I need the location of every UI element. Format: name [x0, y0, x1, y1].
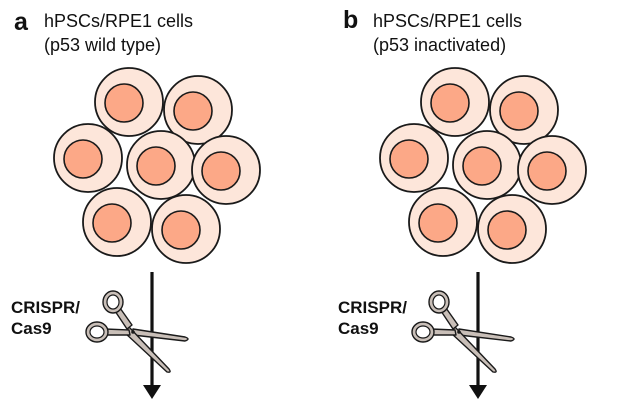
panel-a-cell-nucleus — [136, 146, 176, 186]
panel-a-cell-nucleus — [104, 83, 144, 123]
panel-a-title-line1: hPSCs/RPE1 cells — [44, 11, 194, 31]
panel-b-scissors-icon — [411, 290, 515, 373]
panel-b-cell — [489, 75, 559, 145]
panel-b-cell-nucleus — [527, 151, 567, 191]
panel-a-tool-label-line1: CRISPR/ — [11, 298, 80, 317]
panel-b-cell — [517, 135, 587, 205]
panel-b-title-line1: hPSCs/RPE1 cells — [373, 11, 523, 31]
panel-b-cell-nucleus — [418, 203, 458, 243]
panel-a-cell — [163, 75, 233, 145]
panel-b-cell — [408, 187, 478, 257]
panel-b-letter: b — [343, 6, 359, 34]
panel-b-cell-nucleus — [499, 91, 539, 131]
panel-a-cell — [82, 187, 152, 257]
panel-a-cell — [151, 194, 221, 264]
panel-b-cell — [379, 123, 449, 193]
panel-b-tool-label-line2: Cas9 — [338, 319, 379, 338]
panel-a-cell-nucleus — [92, 203, 132, 243]
panel-b-cell — [477, 194, 547, 264]
panel-b-cell-nucleus — [487, 210, 527, 250]
panel-b-cell-nucleus — [462, 146, 502, 186]
panel-a-cell-nucleus — [63, 139, 103, 179]
panel-a-cell — [126, 130, 196, 200]
panel-a-cell — [191, 135, 261, 205]
panel-a-cell — [94, 67, 164, 137]
panel-a-tool-label-line2: Cas9 — [11, 319, 52, 338]
panel-b-cell — [420, 67, 490, 137]
panel-b-down-arrow — [469, 272, 487, 399]
panel-a-scissors-icon — [85, 290, 189, 373]
panel-a-cell-cluster — [53, 67, 261, 264]
panel-a-letter: a — [14, 8, 28, 36]
panel-b-title-line2: (p53 inactivated) — [373, 35, 507, 55]
panel-b-cell-nucleus — [389, 139, 429, 179]
panel-b-tool-label-line1: CRISPR/ — [338, 298, 407, 317]
panel-b-cell-cluster — [379, 67, 587, 264]
panel-a-down-arrow — [143, 272, 161, 399]
panel-a-cell-nucleus — [161, 210, 201, 250]
panel-a-title-line2: (p53 wild type) — [44, 35, 162, 55]
panel-b-cell-nucleus — [430, 83, 470, 123]
panel-b-cell — [452, 130, 522, 200]
panel-a-cell-nucleus — [201, 151, 241, 191]
panel-a-cell-nucleus — [173, 91, 213, 131]
panel-a-cell — [53, 123, 123, 193]
